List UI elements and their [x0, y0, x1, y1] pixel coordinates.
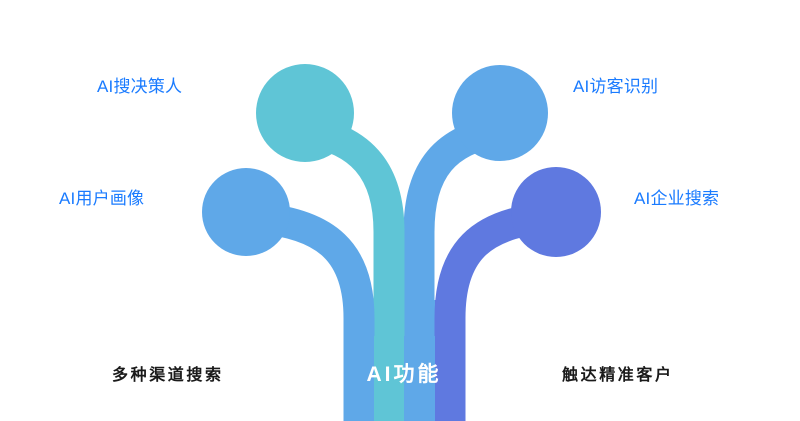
- branch-ai-visitor-identification: [403, 65, 548, 421]
- branch-label-ai-enterprise-search: AI企业搜索: [634, 189, 720, 208]
- branch-label-ai-decision-maker-search: AI搜决策人: [97, 77, 183, 96]
- branch-ai-enterprise-search: [434, 167, 601, 421]
- trunk-label-ai-functions: AI功能: [366, 363, 442, 386]
- branch-node-decision-maker-search: [256, 64, 354, 162]
- branch-ai-decision-maker-search: [256, 64, 405, 421]
- branch-ai-user-profile: [202, 168, 375, 421]
- branch-node-user-profile: [202, 168, 290, 256]
- branch-stem-user-profile: [242, 202, 375, 421]
- branch-node-visitor-identification: [452, 65, 548, 161]
- trunk-bands-front: [344, 336, 465, 421]
- trunk-band-teal-front: [374, 336, 404, 421]
- trunk-band-blue-right-front: [404, 336, 435, 421]
- trunk-band-purple-front: [435, 336, 465, 421]
- trunk-band-blue-left-front: [344, 336, 374, 421]
- branch-label-ai-user-profile: AI用户画像: [59, 189, 145, 208]
- footer-label-left: 多种渠道搜索: [112, 367, 224, 384]
- footer-label-right: 触达精准客户: [562, 367, 674, 384]
- branch-node-enterprise-search: [511, 167, 601, 257]
- branch-label-ai-visitor-identification: AI访客识别: [573, 77, 659, 96]
